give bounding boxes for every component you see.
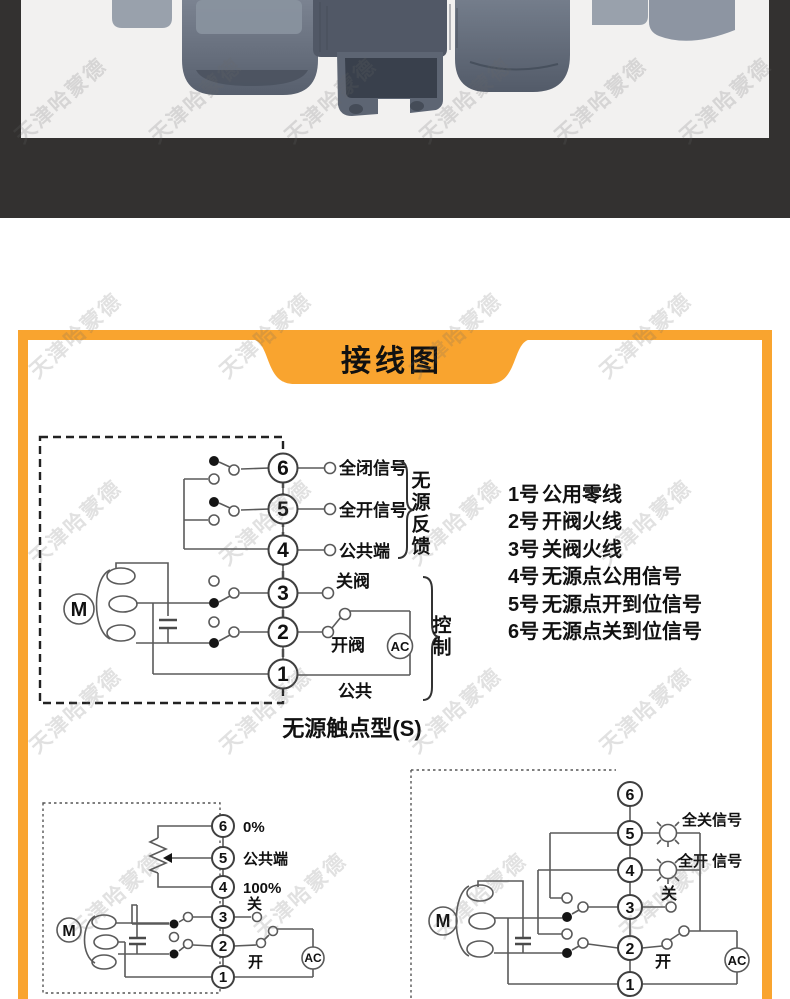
- actuator-photo-shapes: [112, 0, 735, 116]
- right-ac-source: AC: [724, 947, 750, 973]
- diagram-caption: 无源触点型(S): [282, 716, 421, 741]
- right-terminal-5: 5: [626, 826, 635, 843]
- label-open-valve: 开阀: [331, 635, 365, 655]
- feedback-group-brace: [397, 460, 415, 559]
- terminal-5: 5: [277, 498, 289, 521]
- motor-symbol: M: [63, 567, 138, 642]
- lamp-feedback-diagram: M: [410, 769, 750, 998]
- list-desc-5: 无源点开到位信号: [542, 592, 702, 616]
- card-title: 接线图: [341, 345, 443, 378]
- control-group-brace: [422, 576, 441, 701]
- label-0-percent: 0%: [243, 819, 265, 836]
- right-enclosure-dotted-box: [410, 769, 616, 998]
- label-100-percent: 100%: [243, 880, 281, 897]
- right-switch-contacts: [561, 892, 690, 958]
- right-capacitor: [515, 936, 531, 946]
- left-terminal-strip: 6 5 4 3 2 1: [211, 814, 235, 989]
- left-ac-label: AC: [304, 951, 322, 965]
- terminal-3: 3: [277, 582, 289, 605]
- list-no-4: 4号: [508, 565, 539, 588]
- right-terminal-2: 2: [626, 941, 635, 958]
- wiper-arrowhead: [163, 853, 172, 863]
- right-ac-label: AC: [728, 953, 747, 968]
- switch-contacts: [208, 456, 352, 648]
- list-desc-1: 公用零线: [542, 482, 622, 506]
- capacitor: [159, 618, 177, 630]
- terminal-2: 2: [277, 621, 289, 644]
- terminal-6: 6: [277, 457, 289, 480]
- motor-enclosure-dashed-box: [38, 435, 285, 705]
- label-common-terminal: 公共端: [339, 541, 390, 561]
- label-left-common: 公共端: [243, 850, 288, 868]
- terminal-1: 1: [277, 663, 289, 686]
- right-terminal-1: 1: [626, 977, 635, 994]
- left-terminal-3: 3: [219, 909, 227, 926]
- left-terminal-6: 6: [219, 818, 227, 835]
- control-group-label: 控制: [430, 614, 452, 659]
- list-no-3: 3号: [508, 538, 539, 561]
- list-desc-2: 开阀火线: [542, 509, 622, 533]
- lamp-symbols: [656, 821, 680, 884]
- terminal-strip: 6 5 4 3 2 1: [267, 452, 299, 690]
- list-no-5: 5号: [508, 593, 539, 616]
- right-motor-label: M: [436, 911, 451, 931]
- main-wiring-diagram: M 6: [38, 435, 452, 705]
- left-terminal-5: 5: [219, 850, 227, 867]
- label-left-open: 开: [248, 954, 263, 971]
- list-no-1: 1号: [508, 483, 539, 506]
- list-desc-4: 无源点公用信号: [542, 564, 682, 588]
- right-terminal-4: 4: [626, 863, 635, 880]
- label-full-open-lamp: 全开 信号: [677, 852, 742, 870]
- label-common: 公共: [338, 682, 372, 701]
- left-terminal-4: 4: [219, 879, 228, 896]
- label-full-close-lamp: 全关信号: [681, 811, 742, 829]
- list-desc-3: 关阀火线: [542, 537, 622, 561]
- right-terminal-6: 6: [626, 787, 635, 804]
- label-right-open: 开: [655, 953, 671, 971]
- list-desc-6: 无源点关到位信号: [542, 619, 702, 643]
- label-left-close: 关: [247, 895, 262, 913]
- right-terminal-strip: 6 5 4 3 2 1: [617, 781, 643, 997]
- terminal-description-list: 1号 公用零线 2号 开阀火线 3号 关阀火线 4号 无源点公用信号 5号 无源…: [508, 482, 702, 643]
- right-terminal-3: 3: [626, 900, 635, 917]
- label-right-close: 关: [661, 884, 677, 903]
- left-motor-label: M: [62, 923, 75, 940]
- ac-source: AC: [386, 632, 414, 660]
- left-capacitor: [129, 936, 146, 946]
- left-switch-contacts: [168, 911, 279, 959]
- motor-label: M: [71, 599, 88, 621]
- left-motor-symbol: M: [56, 914, 119, 970]
- label-close-valve: 关阀: [336, 571, 370, 591]
- label-full-open-signal: 全开信号: [338, 500, 407, 520]
- main-diagram-wires: [115, 461, 411, 676]
- potentiometer-type-diagram: M 6 5 4 3 2 1: [42, 802, 325, 994]
- ribbon-banner: 接线图: [250, 339, 533, 384]
- list-no-6: 6号: [508, 620, 539, 643]
- right-motor-symbol: M: [428, 884, 496, 958]
- terminal-4: 4: [277, 539, 289, 562]
- left-terminal-1: 1: [219, 969, 227, 986]
- wiring-diagram-card: [18, 330, 772, 999]
- left-enclosure-dotted-box: [42, 802, 221, 994]
- list-no-2: 2号: [508, 510, 539, 533]
- ac-label: AC: [391, 639, 410, 654]
- feedback-group-label: 无源反馈: [409, 470, 431, 558]
- label-full-close-signal: 全闭信号: [338, 458, 407, 478]
- left-ac-source: AC: [301, 946, 325, 970]
- left-terminal-2: 2: [219, 938, 227, 955]
